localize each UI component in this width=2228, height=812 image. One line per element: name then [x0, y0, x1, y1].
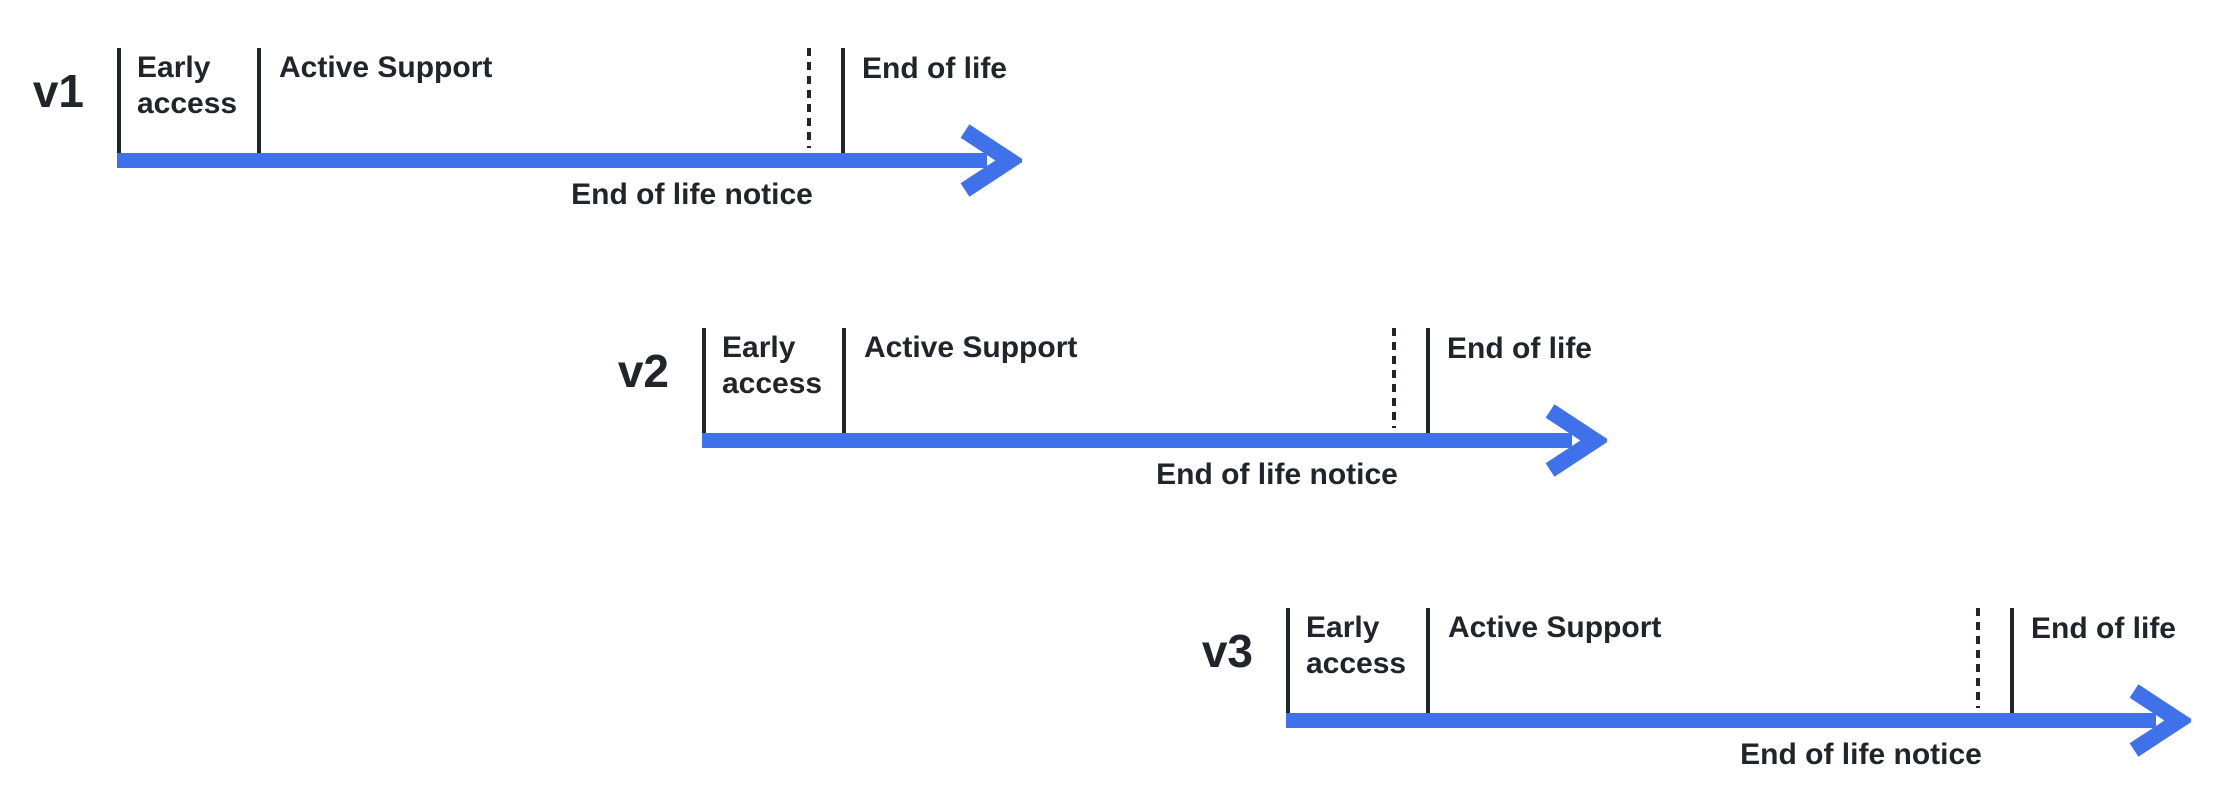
version-timeline-v3: v3 Early access Active Support End of li…	[1202, 608, 2196, 783]
end-of-life-notice-label: End of life notice	[571, 178, 813, 211]
end-of-life-label: End of life	[862, 52, 1007, 85]
early-access-start-tick	[1286, 608, 1290, 713]
timeline-arrow-icon	[702, 404, 1607, 477]
active-support-start-tick	[1426, 608, 1430, 713]
end-of-life-label: End of life	[1447, 332, 1592, 365]
active-support-label: Active Support	[864, 331, 1078, 364]
version-label: v2	[617, 345, 669, 397]
end-of-life-label: End of life	[2031, 612, 2176, 645]
end-of-life-tick	[841, 48, 845, 153]
version-label: v3	[1201, 625, 1253, 677]
active-support-start-tick	[842, 328, 846, 433]
end-of-life-notice-label: End of life notice	[1156, 458, 1398, 491]
early-access-label: Early access	[1306, 611, 1407, 680]
early-access-start-tick	[702, 328, 706, 433]
active-support-label: Active Support	[1448, 611, 1662, 644]
eol-notice-dashed-line	[807, 48, 811, 148]
timeline-arrow-icon	[1286, 684, 2191, 757]
timeline-arrow-icon	[117, 124, 1022, 197]
active-support-start-tick	[257, 48, 261, 153]
end-of-life-notice-label: End of life notice	[1740, 738, 1982, 771]
version-timeline-v1: v1 Early access Active Support End of li…	[33, 48, 1027, 223]
version-label: v1	[32, 65, 84, 117]
version-timeline-v2: v2 Early access Active Support End of li…	[618, 328, 1612, 503]
end-of-life-tick	[1426, 328, 1430, 433]
end-of-life-tick	[2010, 608, 2014, 713]
eol-notice-dashed-line	[1976, 608, 1980, 708]
early-access-label: Early access	[137, 51, 238, 120]
eol-notice-dashed-line	[1392, 328, 1396, 428]
early-access-start-tick	[117, 48, 121, 153]
early-access-label: Early access	[722, 331, 823, 400]
active-support-label: Active Support	[279, 51, 493, 84]
